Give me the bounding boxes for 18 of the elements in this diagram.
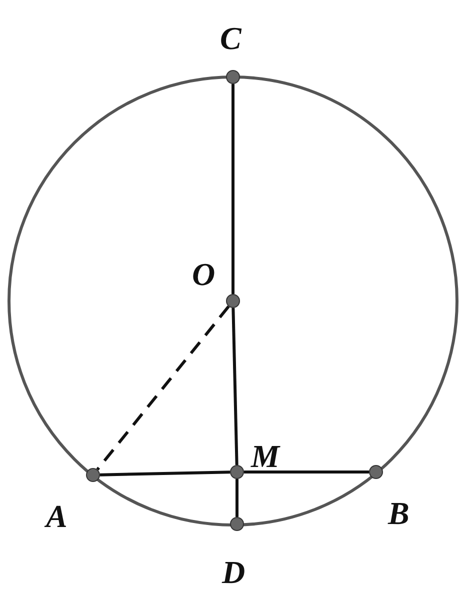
point-dot bbox=[226, 294, 240, 308]
point-label: B bbox=[388, 497, 410, 529]
point-label: D bbox=[222, 556, 246, 588]
point-label: M bbox=[251, 440, 280, 472]
dashed-line-segment bbox=[96, 306, 230, 470]
line-segment bbox=[244, 470, 369, 474]
point-dot bbox=[86, 468, 100, 482]
point-dot bbox=[230, 517, 244, 531]
point-dot bbox=[369, 465, 383, 479]
point-dot bbox=[226, 70, 240, 84]
point-dot bbox=[230, 465, 244, 479]
line-segment bbox=[100, 470, 230, 476]
point-label: O bbox=[192, 258, 216, 290]
point-label: A bbox=[46, 500, 68, 532]
line-segment bbox=[232, 84, 234, 294]
point-label: C bbox=[220, 22, 242, 54]
line-segment bbox=[232, 308, 238, 466]
line-segment bbox=[236, 479, 238, 517]
